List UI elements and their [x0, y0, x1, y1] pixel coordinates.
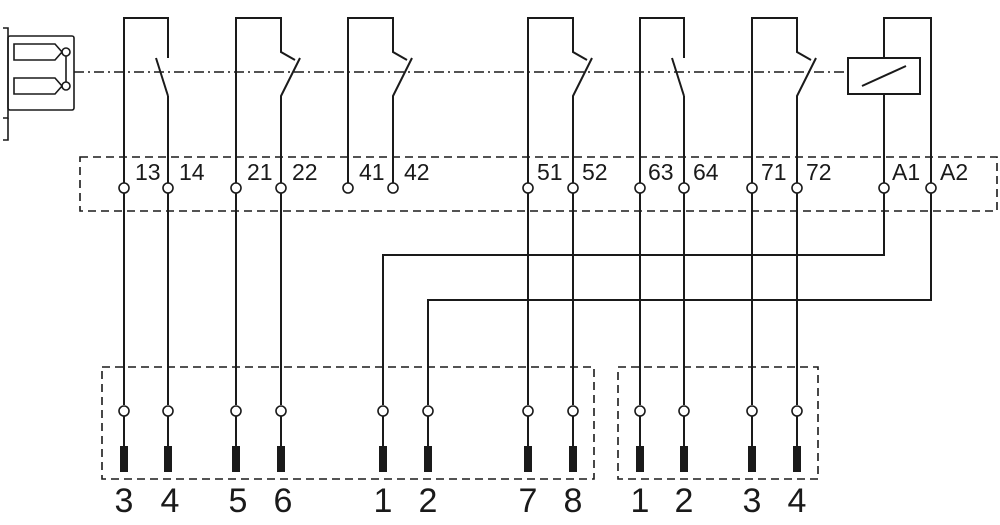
pin-label: 2 [675, 482, 694, 520]
terminal-label-52: 52 [582, 159, 608, 185]
contact-21-22 [235, 17, 301, 183]
terminal-label-a2: A2 [940, 159, 968, 185]
terminal-label-41: 41 [359, 159, 385, 185]
solenoid-coil-icon [847, 17, 932, 183]
pin-label: 8 [564, 482, 583, 520]
pin-label: 6 [274, 482, 293, 520]
pin-label: 1 [631, 482, 650, 520]
pin-label: 4 [161, 482, 180, 520]
terminal-label-21: 21 [247, 159, 273, 185]
contact-51-52 [527, 17, 593, 183]
terminal-block [79, 156, 998, 212]
actuator-handle-icon [3, 27, 75, 141]
terminal-label-71: 71 [761, 159, 787, 185]
contact-71-72 [751, 17, 817, 183]
pin-label: 2 [419, 482, 438, 520]
pin-label: 3 [115, 482, 134, 520]
terminal-label-a1: A1 [892, 159, 920, 185]
contact-13-14 [123, 17, 169, 183]
terminal-label-42: 42 [404, 159, 430, 185]
pin-label: 4 [788, 482, 807, 520]
connector-2 [617, 366, 819, 480]
connector-pins [120, 416, 801, 472]
terminal-label-14: 14 [179, 159, 205, 185]
contact-63-64 [639, 17, 685, 183]
terminal-label-63: 63 [648, 159, 674, 185]
connector-1 [101, 366, 595, 480]
connection-wires [123, 193, 932, 405]
connector-terminals [118, 405, 803, 417]
terminal-label-13: 13 [135, 159, 161, 185]
pin-label: 1 [374, 482, 393, 520]
terminal-label-72: 72 [806, 159, 832, 185]
pin-label: 7 [519, 482, 538, 520]
terminal-label-22: 22 [292, 159, 318, 185]
terminal-label-64: 64 [693, 159, 719, 185]
pin-label: 3 [743, 482, 762, 520]
contact-41-42 [347, 17, 413, 183]
pin-label: 5 [229, 482, 248, 520]
terminal-label-51: 51 [537, 159, 563, 185]
